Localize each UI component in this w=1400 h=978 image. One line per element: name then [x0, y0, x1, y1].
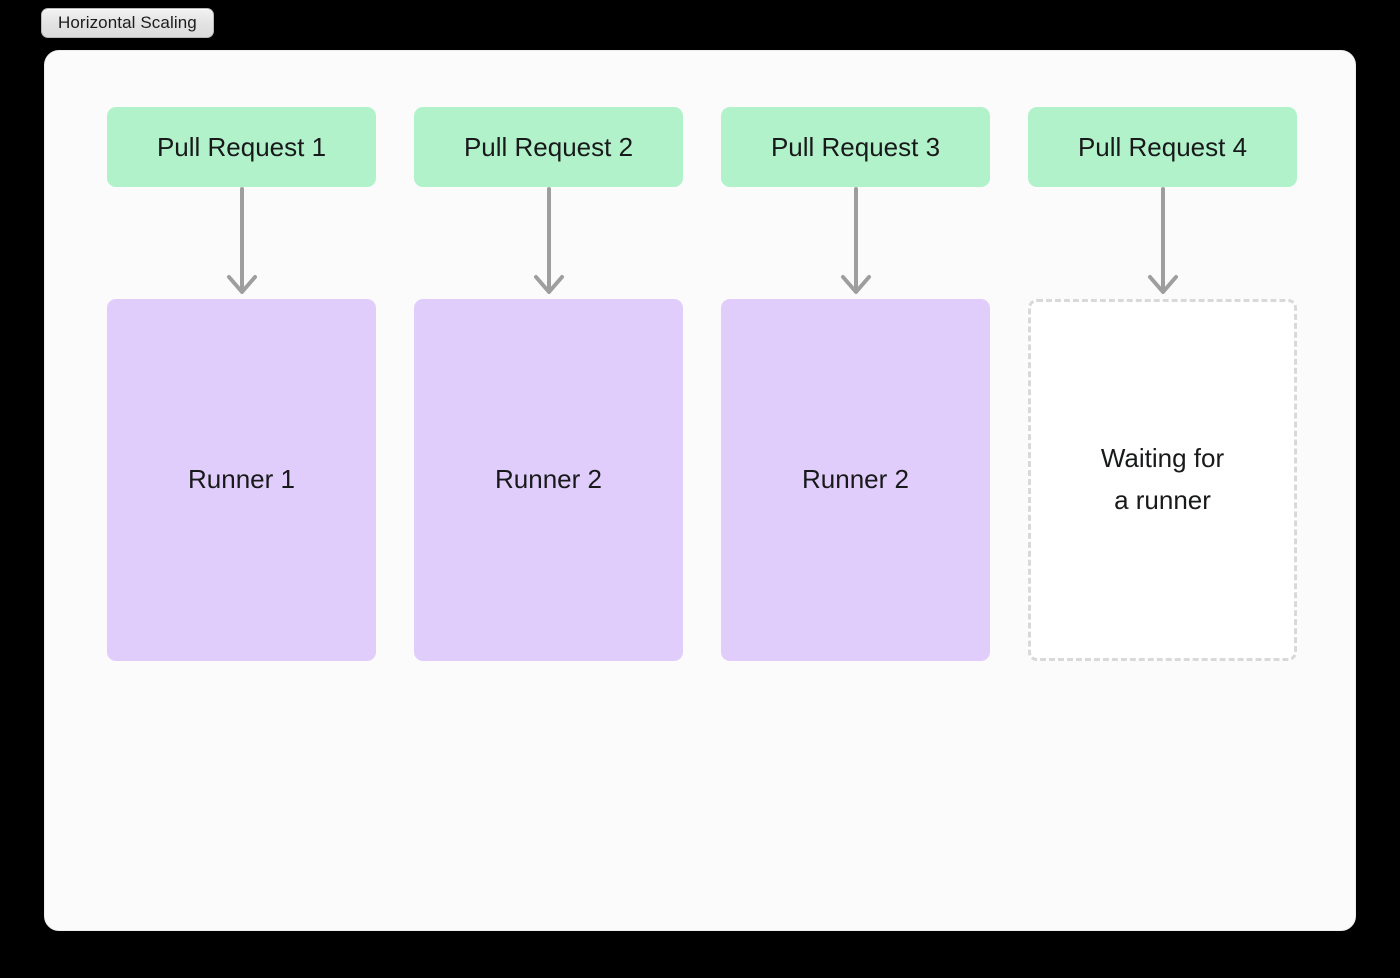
down-arrow-icon	[1147, 186, 1178, 294]
down-arrow-icon	[226, 187, 257, 295]
waiting-runner-placeholder[interactable]: Waiting for a runner	[1028, 298, 1297, 661]
pull-request-node[interactable]: Pull Request 3	[721, 107, 990, 188]
down-arrow-icon	[533, 187, 564, 295]
diagram-column: Pull Request 2 Runner 2	[414, 107, 683, 661]
runner-node-label: Runner 2	[802, 464, 909, 495]
diagram-column: Pull Request 1 Runner 1	[107, 107, 376, 661]
waiting-runner-label: Waiting for a runner	[1100, 443, 1225, 515]
pull-request-node[interactable]: Pull Request 1	[107, 107, 376, 188]
connector-arrow	[721, 187, 990, 299]
runner-node[interactable]: Runner 2	[721, 299, 990, 661]
runner-node[interactable]: Runner 2	[414, 299, 683, 661]
window-title-tab[interactable]: Horizontal Scaling	[41, 8, 214, 38]
runner-node[interactable]: Runner 1	[107, 299, 376, 661]
runner-node-label: Runner 2	[495, 464, 602, 495]
diagram-card: Pull Request 1 Runner 1 Pull Request 2	[44, 50, 1356, 931]
connector-arrow	[414, 187, 683, 299]
pull-request-node[interactable]: Pull Request 2	[414, 107, 683, 188]
down-arrow-icon	[840, 187, 871, 295]
window-title-label: Horizontal Scaling	[58, 13, 197, 32]
diagram-column: Pull Request 3 Runner 2	[721, 107, 990, 661]
pull-request-node[interactable]: Pull Request 4	[1028, 107, 1297, 187]
connector-arrow	[107, 187, 376, 299]
runner-node-label: Runner 1	[188, 464, 295, 495]
diagram-columns: Pull Request 1 Runner 1 Pull Request 2	[107, 107, 1297, 661]
connector-arrow	[1028, 186, 1297, 299]
diagram-column: Pull Request 4 Waiting for a runner	[1028, 107, 1297, 661]
